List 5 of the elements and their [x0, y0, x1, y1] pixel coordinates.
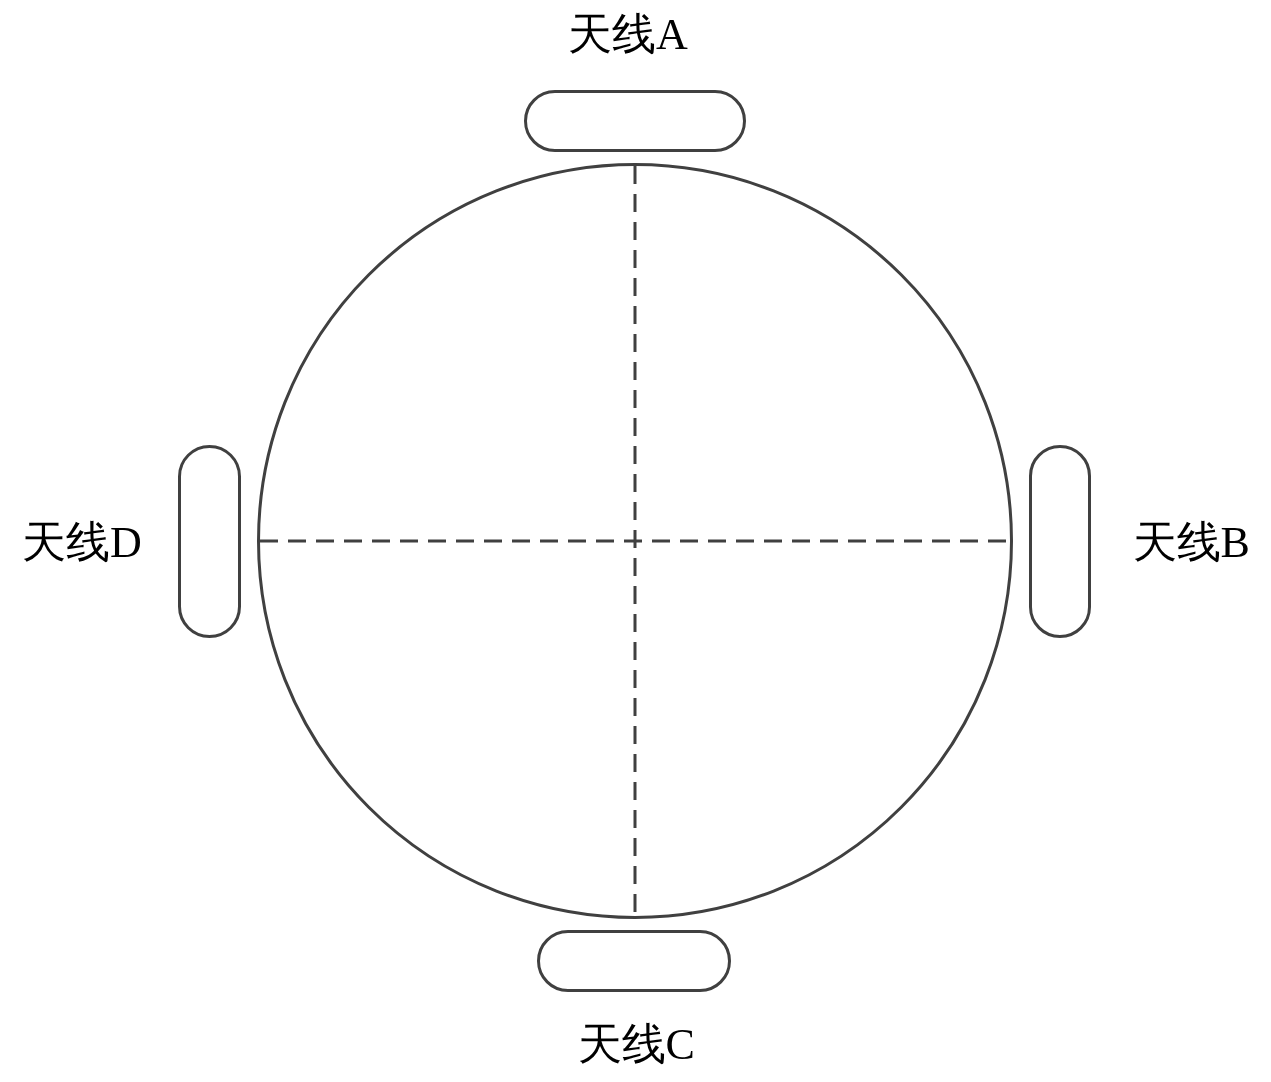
- antenna-label: 天线C: [577, 1020, 695, 1070]
- antenna-label: 天线A: [568, 10, 688, 60]
- circle: [257, 163, 1013, 919]
- antenna-label: 天线B: [1132, 518, 1250, 568]
- antenna-label: 天线D: [22, 518, 142, 568]
